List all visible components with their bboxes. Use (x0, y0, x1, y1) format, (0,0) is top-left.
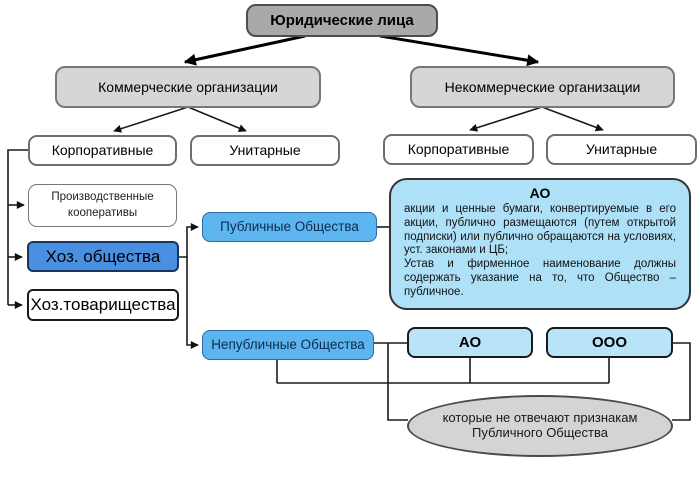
edge-noncommercial-unitary (541, 106, 604, 132)
node-business-companies: Хоз. общества (27, 241, 179, 272)
node-ao-description: АО акции и ценные бумаги, конвертируемые… (389, 178, 691, 310)
ao-description-title: АО (529, 185, 551, 201)
ao-description-paragraph-1: акции и ценные бумаги, конвертируемые в … (404, 203, 676, 257)
edge-commercial-unitary (187, 106, 247, 132)
node-noncommercial-unitary: Унитарные (546, 134, 697, 165)
edge-hozob-public (179, 223, 199, 258)
node-commercial-unitary: Унитарные (190, 135, 340, 166)
edge-hozob-nonpublic (186, 257, 199, 349)
edge-root-commercial (183, 34, 306, 66)
edge-root-noncommercial (379, 34, 540, 67)
node-business-partnerships: Хоз.товарищества (27, 289, 179, 321)
node-noncommercial-organizations: Некоммерческие организации (410, 66, 675, 108)
edge-corporate-rail (7, 149, 28, 305)
edge-ooo-to-ellipse-right (672, 342, 691, 421)
nonpublic-note-line-2: Публичного Общества (472, 425, 608, 440)
ao-description-paragraph-2: Устав и фирменное наименование должны со… (404, 258, 676, 298)
edge-drop-to-ellipse-left (387, 343, 408, 421)
node-production-cooperatives: Производственные кооперативы (28, 184, 177, 227)
node-legal-entities: Юридические лица (246, 4, 438, 37)
edge-noncommercial-corporate (469, 106, 543, 132)
node-nonpublic-societies: Непубличные Общества (202, 330, 374, 360)
node-ao: АО (407, 327, 533, 358)
node-commercial-organizations: Коммерческие организации (55, 66, 321, 108)
node-noncommercial-corporate: Корпоративные (383, 134, 534, 165)
node-ooo: ООО (546, 327, 673, 358)
node-public-societies: Публичные Общества (202, 212, 377, 242)
nonpublic-note-line-1: которые не отвечают признакам (442, 410, 638, 426)
node-commercial-corporate: Корпоративные (28, 135, 177, 166)
edge-commercial-corporate (113, 106, 189, 133)
node-nonpublic-note: которые не отвечают признакам Публичного… (407, 395, 673, 457)
